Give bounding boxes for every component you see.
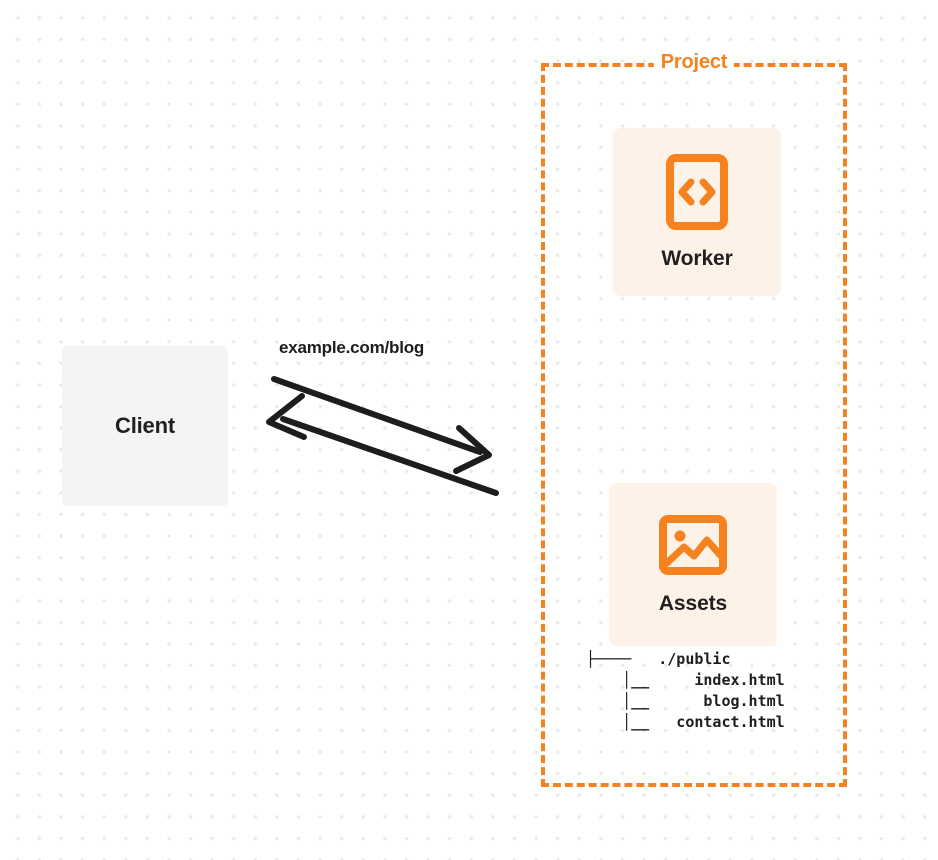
client-node[interactable]: Client xyxy=(62,346,228,506)
assets-node-label: Assets xyxy=(658,591,728,615)
asset-tree-line: ├──── ./public xyxy=(586,650,731,668)
asset-tree-line: │__ contact.html xyxy=(586,713,785,731)
asset-tree-line: │__ index.html xyxy=(586,671,785,689)
asset-tree-line: │__ blog.html xyxy=(586,692,785,710)
client-node-label: Client xyxy=(115,413,175,438)
project-group-label: Project xyxy=(653,49,735,75)
connection-url-label: example.com/blog xyxy=(279,338,425,357)
response-arrow-icon xyxy=(266,393,499,496)
asset-file-tree: ├──── ./public │__ index.html │__ blog.h… xyxy=(586,649,785,733)
worker-node[interactable]: Worker xyxy=(613,128,781,296)
code-file-icon xyxy=(665,153,729,231)
assets-node[interactable]: Assets xyxy=(609,483,777,646)
project-group: Project xyxy=(541,49,847,787)
request-arrow-icon xyxy=(271,376,492,474)
worker-node-label: Worker xyxy=(661,247,733,270)
image-icon xyxy=(658,514,728,576)
